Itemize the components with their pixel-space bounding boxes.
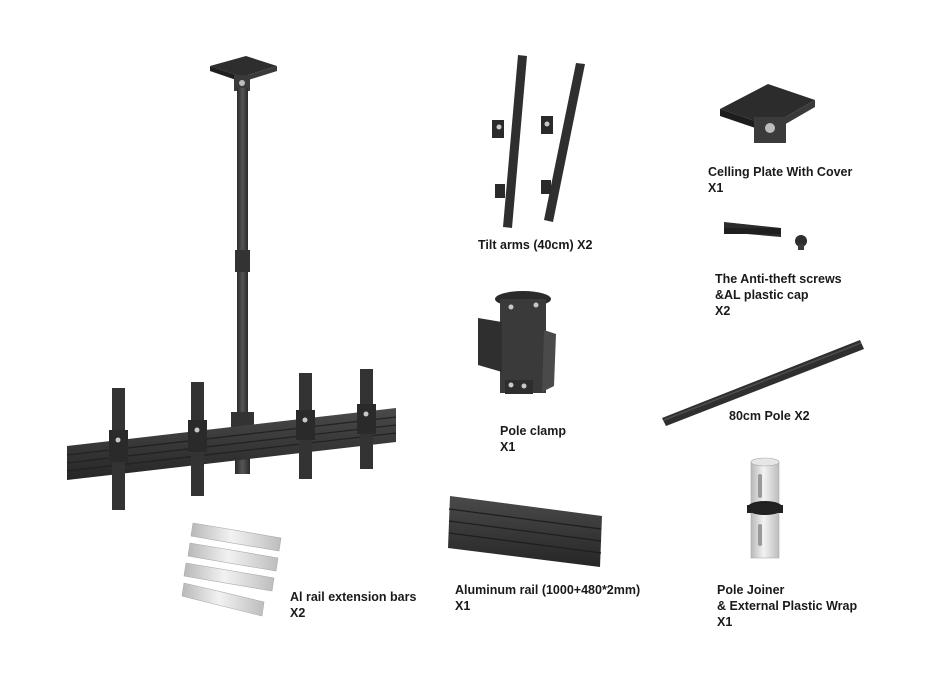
aluminum-rail-label: Aluminum rail (1000+480*2mm) X1	[455, 582, 640, 614]
tilt-arms-label-line1: Tilt arms (40cm) X2	[478, 238, 593, 252]
mount-pole-joint	[235, 250, 250, 272]
anti-theft-label: The Anti-theft screws &AL plastic cap X2	[715, 271, 842, 319]
anti-theft-screws-image	[724, 222, 807, 250]
mount-tilt-arm-1	[109, 388, 128, 510]
ceiling-plate-label-line2: X1	[708, 181, 724, 195]
pole-clamp-label: Pole clamp X1	[500, 423, 566, 455]
anti-theft-label-line1: The Anti-theft screws	[715, 272, 842, 286]
rail-extension-label: Al rail extension bars X2	[290, 589, 416, 621]
rail-extension-label-line1: Al rail extension bars	[290, 590, 417, 604]
mount-tilt-arm-2	[188, 382, 207, 496]
pole-80cm-image	[662, 340, 864, 426]
pole-joiner-image	[747, 457, 783, 559]
mount-plate-side-right	[242, 66, 277, 82]
aluminum-rail-image	[448, 496, 602, 567]
mount-plate-bolt	[239, 80, 245, 86]
mount-ceiling-plate	[210, 56, 277, 77]
pole-joiner-label-line2: & External Plastic Wrap	[717, 599, 858, 613]
anti-theft-label-line3: X2	[715, 304, 731, 318]
pole-clamp-label-line2: X1	[500, 440, 516, 454]
pole-clamp-image	[478, 291, 556, 394]
pole-joiner-label-line3: X1	[717, 615, 733, 629]
tilt-arms-label: Tilt arms (40cm) X2	[478, 237, 592, 253]
pole-joiner-label: Pole Joiner & External Plastic Wrap X1	[717, 582, 857, 630]
assembled-ceiling-mount	[66, 56, 397, 510]
tilt-arms-image	[492, 55, 585, 228]
mount-tilt-arm-4	[357, 369, 376, 469]
ceiling-plate-label: Celling Plate With Cover X1	[708, 164, 852, 196]
pole-80cm-label-line1: 80cm Pole X2	[729, 409, 810, 423]
anti-theft-label-line2: &AL plastic cap	[715, 288, 809, 302]
pole-80cm-label: 80cm Pole X2	[729, 408, 810, 424]
aluminum-rail-label-line1: Aluminum rail (1000+480*2mm)	[455, 583, 641, 597]
ceiling-plate-cover-image	[720, 84, 815, 143]
aluminum-rail-label-line2: X1	[455, 599, 471, 613]
ceiling-plate-label-line1: Celling Plate With Cover	[708, 165, 853, 179]
mount-tilt-arm-3	[296, 373, 315, 479]
pole-clamp-label-line1: Pole clamp	[500, 424, 566, 438]
rail-extension-label-line2: X2	[290, 606, 306, 620]
rail-extension-bars-image	[181, 522, 282, 617]
pole-joiner-label-line1: Pole Joiner	[717, 583, 785, 597]
